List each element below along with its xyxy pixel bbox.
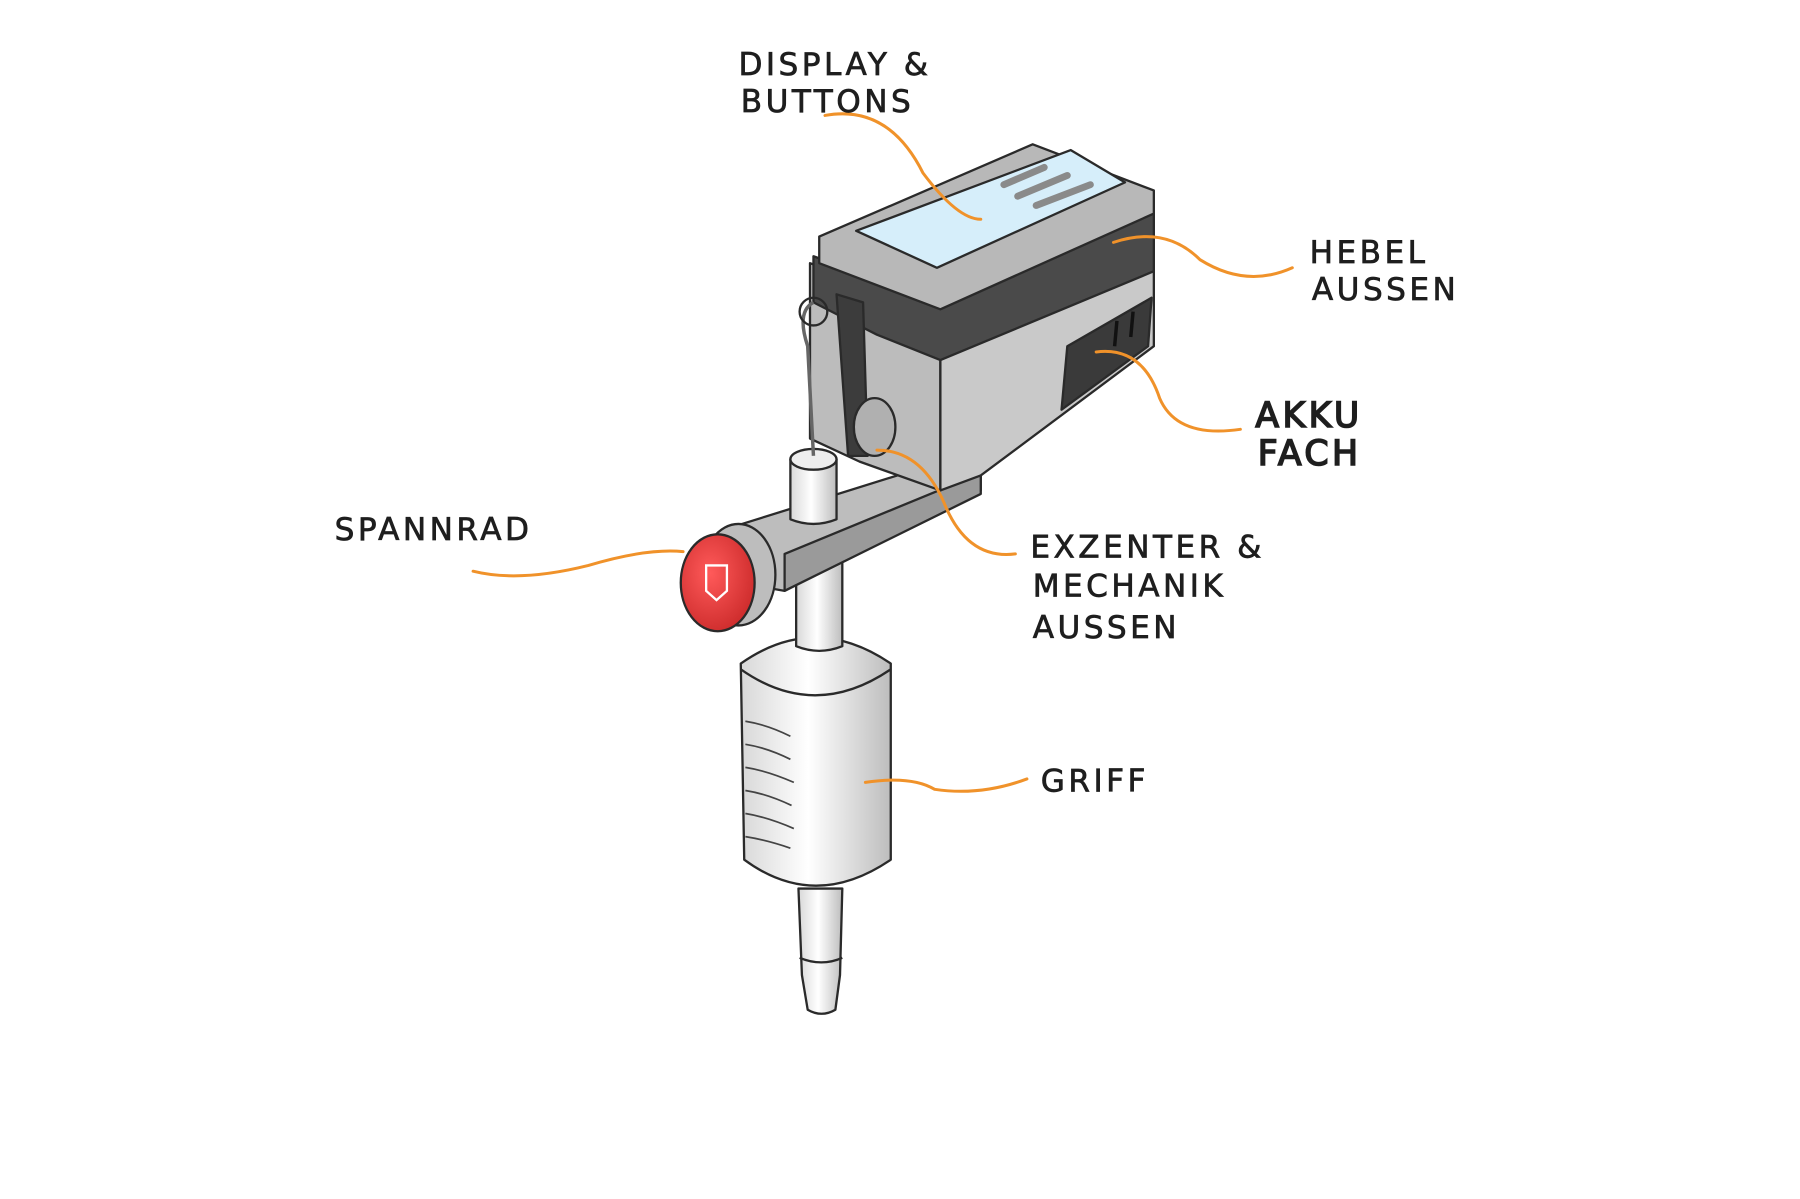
griff-grip <box>739 636 892 887</box>
label-hebel-line2: AUSSEN <box>1312 272 1459 308</box>
label-exzenter-line1: EXZENTER & <box>1030 529 1264 565</box>
label-griff: GRIFF <box>1041 764 1149 800</box>
logo-icon <box>704 564 729 602</box>
eccentric-sleeve <box>789 447 838 526</box>
label-hebel-line1: HEBEL <box>1310 235 1429 271</box>
label-akku-line2: FACH <box>1258 434 1362 474</box>
label-display-line1: DISPLAY & <box>738 47 931 83</box>
label-exzenter-line2: MECHANIK <box>1033 569 1227 605</box>
label-display-line2: BUTTONS <box>741 84 914 120</box>
label-spannrad: SPANNRAD <box>335 512 533 548</box>
spannrad-knob <box>679 522 777 633</box>
akku-compartment <box>1060 296 1153 411</box>
label-exzenter-line3: AUSSEN <box>1033 610 1180 646</box>
leader-lines <box>471 112 1294 793</box>
eccentric-disc <box>852 397 897 458</box>
lower-shaft <box>797 887 844 1015</box>
main-housing <box>798 143 1155 492</box>
label-akku-line1: AKKU <box>1255 396 1362 436</box>
buttons <box>1000 163 1094 209</box>
